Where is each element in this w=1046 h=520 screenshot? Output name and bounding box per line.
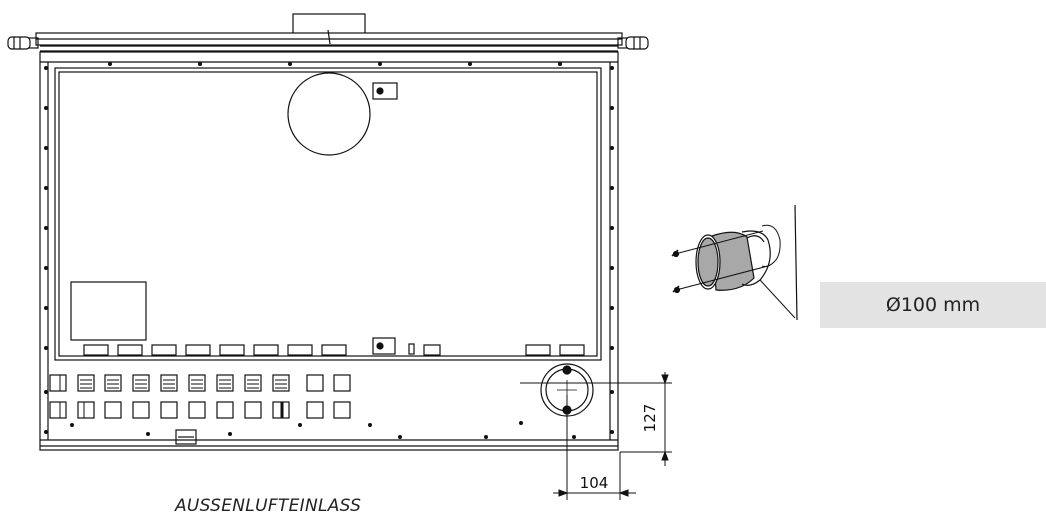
nameplate (175, 429, 197, 445)
stove-body (39, 51, 619, 451)
pipe-adapter-illustration (671, 224, 781, 294)
dimension-127-label: 127 (641, 404, 659, 433)
left-plate (70, 281, 147, 341)
top-rail (27, 29, 629, 52)
dimension-127 (520, 372, 672, 466)
grid-hatching (59, 375, 287, 418)
diameter-label: Ø100 mm (820, 282, 1046, 328)
right-handle-icon (625, 36, 649, 50)
rear-panel (54, 67, 602, 361)
left-handle-icon (7, 36, 31, 50)
flue-collar (292, 13, 366, 35)
lower-grid (49, 374, 351, 419)
dimension-104 (553, 395, 636, 500)
wall-line (794, 204, 798, 321)
dimension-104-label: 104 (580, 474, 609, 492)
rivets (44, 62, 614, 439)
caption: AUSSENLUFTEINLASS (175, 496, 362, 516)
flue-outlet (287, 72, 371, 156)
vent-slots (83, 337, 585, 356)
